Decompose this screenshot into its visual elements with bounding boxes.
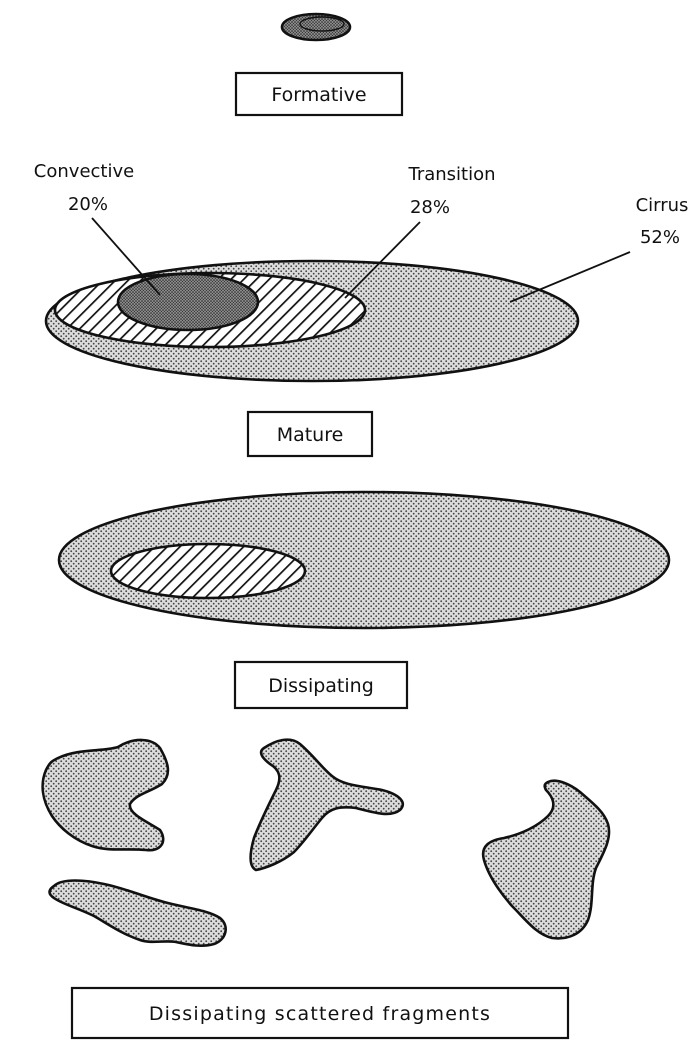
mature-label: Mature — [277, 424, 344, 446]
scattered-fragments — [43, 740, 609, 946]
cirrus-leader-line — [510, 252, 630, 302]
fragments-label-box: Dissipating scattered fragments — [72, 988, 568, 1038]
transition-label: Transition — [407, 164, 495, 185]
cirrus-annotation: Cirrus 52% — [510, 195, 688, 302]
transition-percent: 28% — [410, 197, 450, 218]
fragment-3 — [483, 781, 609, 939]
convective-percent: 20% — [68, 194, 108, 215]
dissipating-transition-region — [111, 544, 305, 598]
fragment-4 — [50, 881, 226, 946]
dissipating-label-box: Dissipating — [235, 662, 407, 708]
formative-label: Formative — [271, 84, 366, 106]
cirrus-percent: 52% — [640, 227, 680, 248]
dissipating-system — [59, 492, 669, 628]
convective-annotation: Convective 20% — [34, 161, 160, 295]
convective-label: Convective — [34, 161, 134, 182]
fragment-2 — [251, 740, 403, 870]
mature-label-box: Mature — [248, 412, 372, 456]
formative-label-box: Formative — [236, 73, 402, 115]
fragment-1 — [43, 740, 168, 850]
formative-cell — [282, 14, 350, 40]
fragments-label: Dissipating scattered fragments — [149, 1003, 491, 1025]
dissipating-label: Dissipating — [268, 675, 374, 697]
mature-system — [46, 261, 578, 381]
cirrus-label: Cirrus — [636, 195, 689, 216]
convective-region — [118, 274, 258, 330]
